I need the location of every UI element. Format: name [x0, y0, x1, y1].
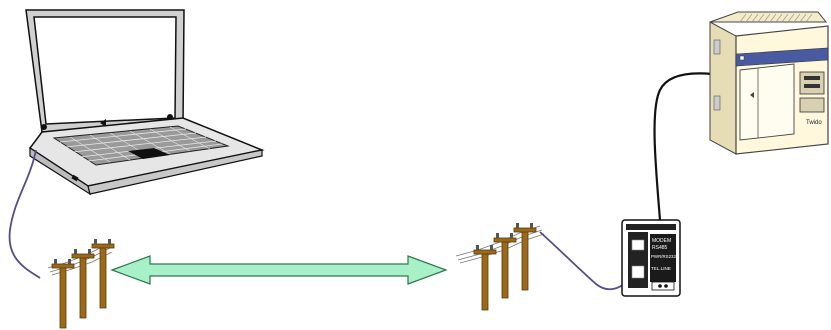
plc-front-cover [739, 63, 795, 141]
laptop-screen [33, 16, 177, 125]
telephone-link-arrow [110, 255, 448, 285]
hinge-left-icon [41, 124, 47, 130]
modem: MODEM RS485 PWR/RS232 TEL.LINE [621, 219, 681, 297]
plc-controller: Twido [709, 11, 829, 155]
laptop [25, 9, 265, 196]
pole [481, 251, 489, 311]
modem-label-3: PWR/RS232 [651, 254, 676, 259]
pole [59, 265, 67, 329]
rs485-port-icon [631, 239, 645, 251]
logo-icon [100, 119, 106, 127]
left-utility-poles [47, 239, 115, 329]
pole [501, 239, 509, 299]
right-utility-poles [455, 223, 545, 311]
modem-label-1: MODEM [652, 238, 671, 244]
plc-status-strip [735, 47, 829, 67]
laptop-touchpad [128, 148, 170, 159]
modem-label-2: RS485 [652, 245, 668, 251]
screw-icon [664, 284, 668, 288]
plc-brand-label: Twido [806, 120, 822, 126]
laptop-cable [8, 149, 41, 279]
cover-latch-icon [750, 92, 754, 98]
pole [79, 255, 87, 319]
pole [521, 229, 529, 291]
modem-plc-cable [653, 72, 749, 221]
pole [99, 245, 107, 309]
screw-icon [658, 284, 662, 288]
pole-modem-cable [539, 231, 625, 291]
modem-label-4: TEL.LINE [651, 266, 671, 271]
telephone-port-icon [631, 265, 645, 279]
